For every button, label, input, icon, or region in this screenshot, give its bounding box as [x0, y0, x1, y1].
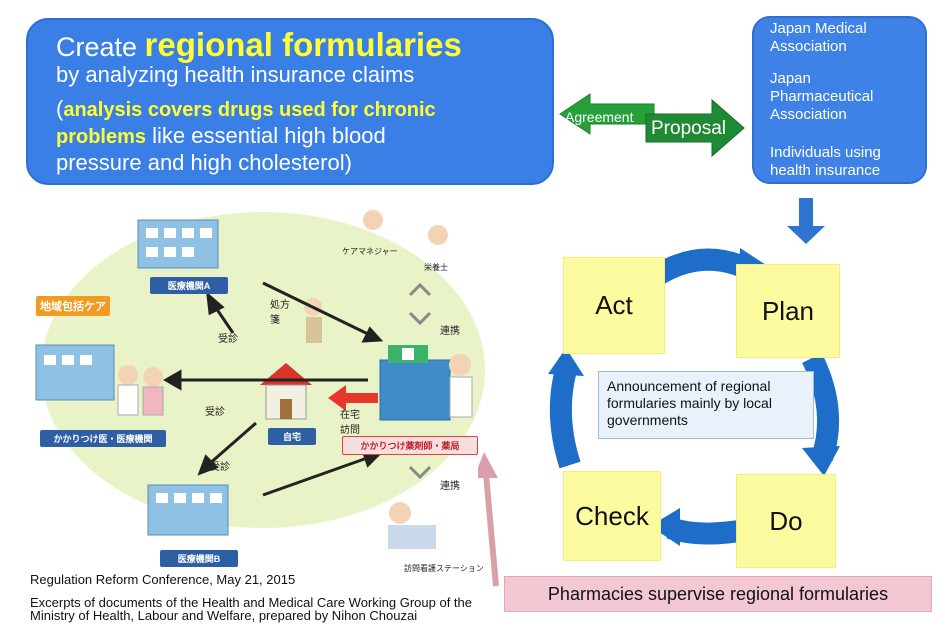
- main-message-box: Create regional formularies by analyzing…: [26, 18, 554, 185]
- partner-jpa: Japan Pharmaceutical Association: [770, 70, 874, 123]
- footnote-source: Excerpts of documents of the Health and …: [30, 595, 472, 623]
- analysis-paragraph: (analysis covers drugs used for chronic …: [56, 96, 551, 176]
- act-note: Act: [563, 257, 665, 354]
- cycle-arrow-top: [643, 248, 755, 290]
- analysis-rest-2: pressure and high cholesterol): [56, 150, 352, 175]
- agreement-label: Agreement: [565, 109, 634, 125]
- link-label-1: 連携: [440, 326, 460, 337]
- nurse-person: [389, 502, 411, 524]
- check-note: Check: [563, 471, 661, 561]
- link-label-2: 連携: [440, 481, 460, 492]
- care-manager-person: [363, 210, 383, 230]
- pharmacies-up-arrow: [478, 452, 499, 587]
- subtitle-line: by analyzing health insurance claims: [56, 62, 415, 87]
- family-doctor-hospital-icon: [35, 344, 164, 416]
- pharmacies-box: Pharmacies supervise regional formularie…: [504, 576, 932, 612]
- hospital-a-label: 医療機関A: [150, 277, 228, 294]
- pharmacy-icon: [379, 345, 473, 421]
- footnote-conference: Regulation Reform Conference, May 21, 20…: [30, 572, 296, 587]
- dietitian-label: 栄養士: [424, 263, 448, 272]
- prescription-label: 処方箋: [270, 300, 290, 326]
- pharmacy-label: かかりつけ薬剤師・薬局: [342, 436, 478, 455]
- regional-formularies-highlight: regional formularies: [144, 26, 462, 63]
- link-arrow-top: [408, 282, 432, 326]
- dietitian-person: [428, 225, 448, 245]
- plan-note: Plan: [736, 264, 840, 358]
- home-visit-label: 在宅訪問: [340, 410, 360, 436]
- do-note: Do: [736, 474, 836, 568]
- problems-highlight: problems: [56, 126, 147, 148]
- cycle-arrow-right: [802, 353, 840, 462]
- community-care-illustration: [35, 210, 485, 549]
- care-manager-label: ケアマネジャー: [342, 247, 398, 256]
- agreement-proposal-arrows: [559, 93, 745, 158]
- consult-label-2: 受診: [205, 407, 225, 418]
- region-care-label: 地域包括ケア: [36, 296, 110, 316]
- consult-label-1: 受診: [218, 334, 238, 345]
- paren-open: (: [56, 96, 64, 121]
- analysis-highlight: analysis covers drugs used for chronic: [63, 99, 436, 121]
- cycle-arrow-left: [549, 367, 581, 469]
- consult-label-3: 受診: [210, 462, 230, 473]
- hospital-b-icon: [147, 484, 229, 536]
- home-label: 自宅: [268, 428, 316, 445]
- partner-jma: Japan Medical Association: [770, 20, 867, 55]
- hospital-b-label: 医療機関B: [160, 550, 238, 567]
- hospital-a-icon: [137, 219, 219, 269]
- create-text: Create: [56, 32, 145, 62]
- cycle-arrow-bottom: [666, 517, 747, 545]
- analysis-rest-1: like essential high blood: [146, 123, 386, 148]
- announcement-box: Announcement of regional formularies mai…: [598, 371, 814, 439]
- partner-individuals: Individuals using health insurance: [770, 144, 881, 179]
- red-home-visit-arrow: [328, 385, 378, 411]
- proposal-arrow: [645, 98, 745, 158]
- down-arrow: [787, 198, 825, 244]
- proposal-label: Proposal: [651, 118, 726, 139]
- family-doctor-label: かかりつけ医・医療機関: [40, 430, 166, 447]
- partners-box: Japan Medical Association Japan Pharmace…: [752, 16, 927, 184]
- nurse-station-label: 訪問看護ステーション: [404, 564, 484, 573]
- title-line: Create regional formularies: [56, 26, 462, 64]
